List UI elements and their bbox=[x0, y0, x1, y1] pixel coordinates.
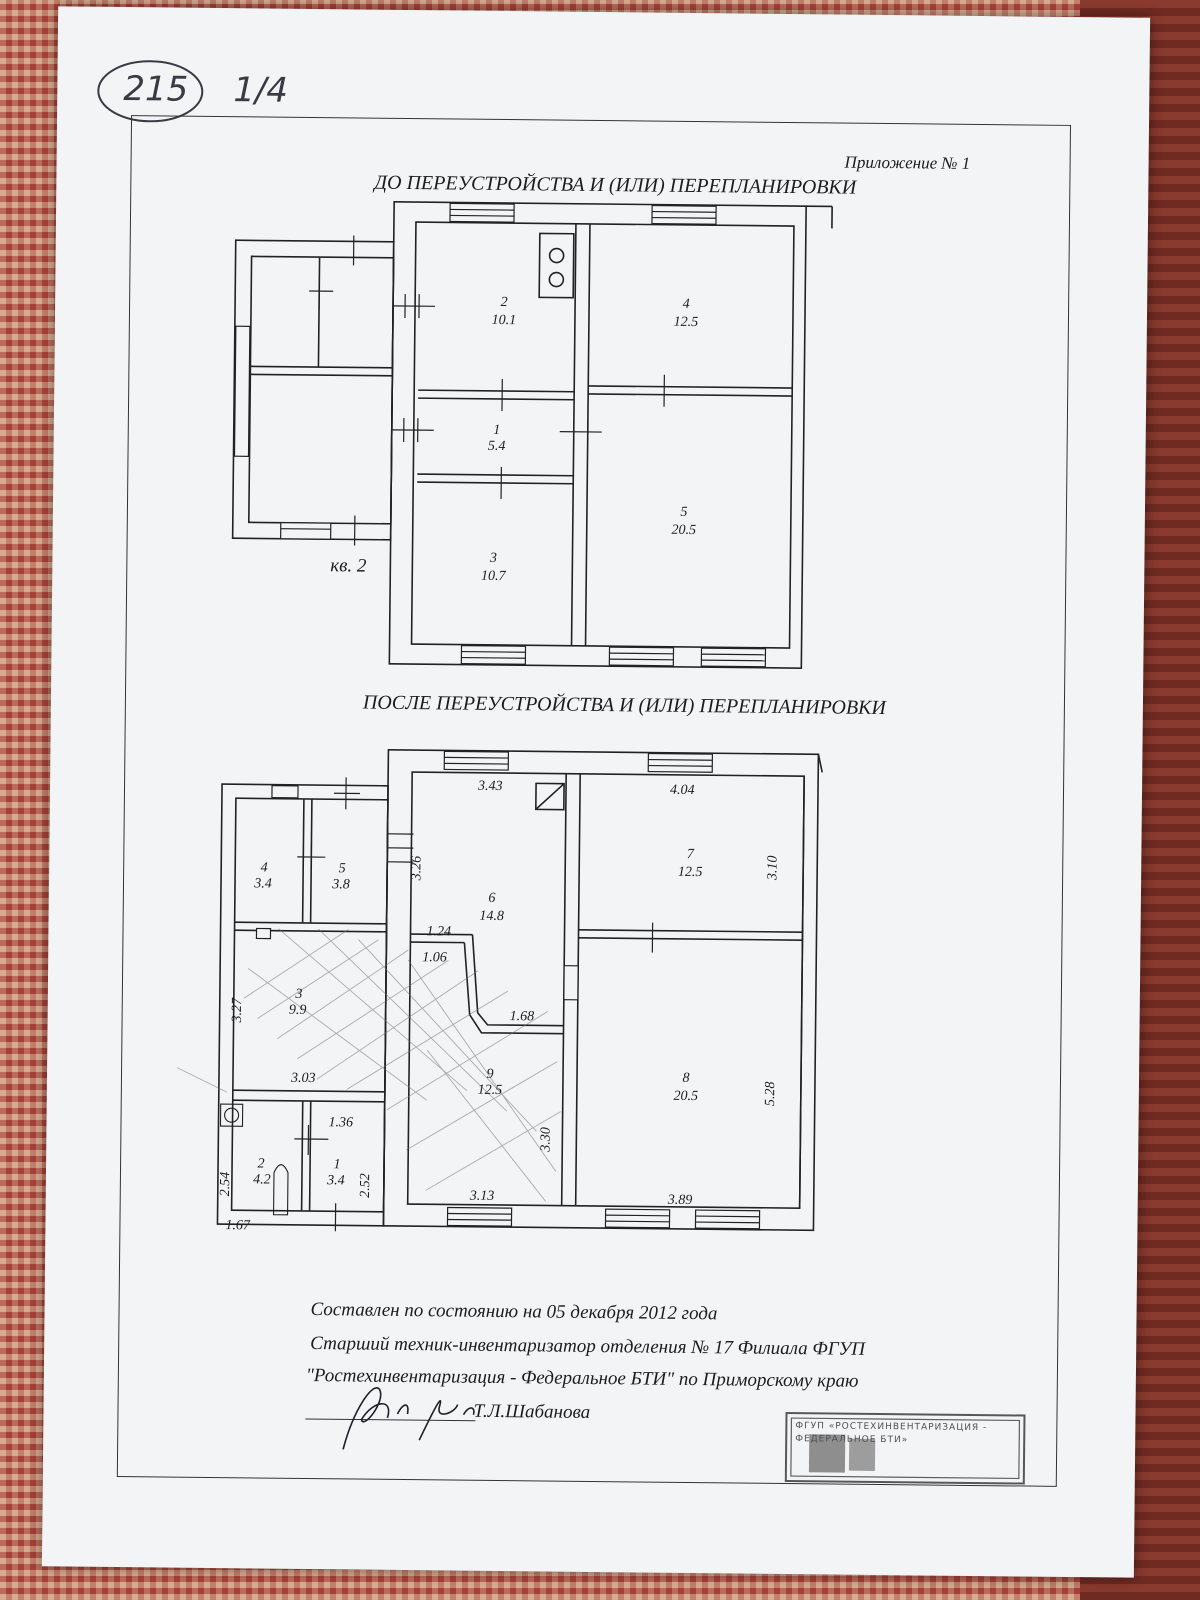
handwritten-circle bbox=[97, 60, 204, 123]
document-sheet: 215 1/4 Приложение № 1 ДО ПЕРЕУСТРОЙСТВА… bbox=[41, 6, 1151, 1578]
stamp-emblem-icon bbox=[790, 1417, 1021, 1480]
handwritten-signature bbox=[305, 1387, 476, 1450]
floor-plan-after bbox=[176, 749, 824, 1232]
organization-stamp: ФГУП «РОСТЕХИНВЕНТАРИЗАЦИЯ - ФЕДЕРАЛЬНОЕ… bbox=[784, 1412, 1026, 1485]
stamp-text: ФГУП «РОСТЕХИНВЕНТАРИЗАЦИЯ - ФЕДЕРАЛЬНОЕ… bbox=[795, 1421, 988, 1446]
floor-plan-before bbox=[231, 201, 833, 669]
